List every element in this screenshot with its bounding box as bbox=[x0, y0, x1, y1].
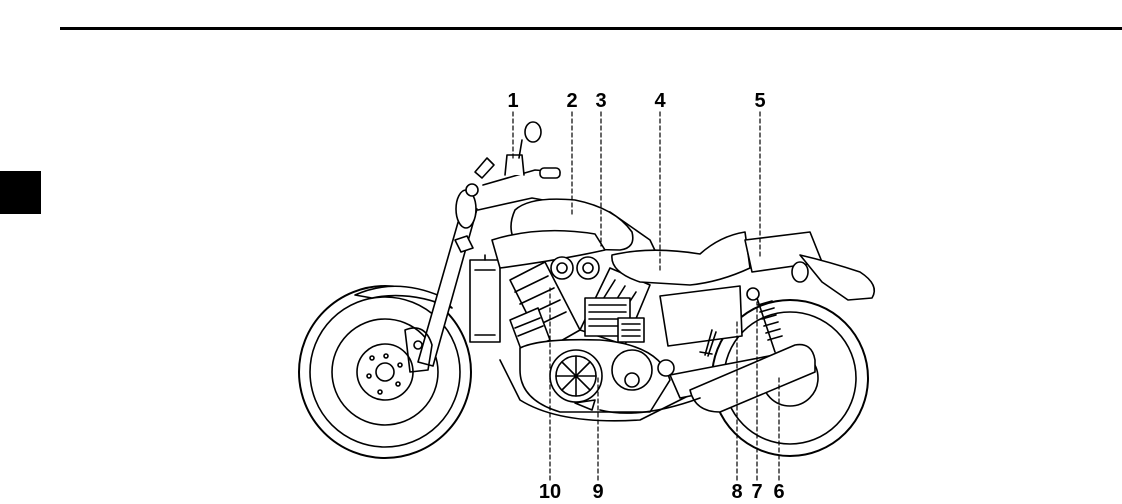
turn-signal bbox=[792, 262, 808, 282]
rear-shock bbox=[747, 288, 782, 352]
rear-fender bbox=[800, 255, 874, 300]
alternator-cover bbox=[550, 350, 602, 402]
radiator bbox=[470, 260, 500, 342]
intake-cap-right bbox=[577, 257, 599, 279]
intake-cap-left bbox=[551, 257, 573, 279]
side-panel bbox=[660, 286, 742, 346]
